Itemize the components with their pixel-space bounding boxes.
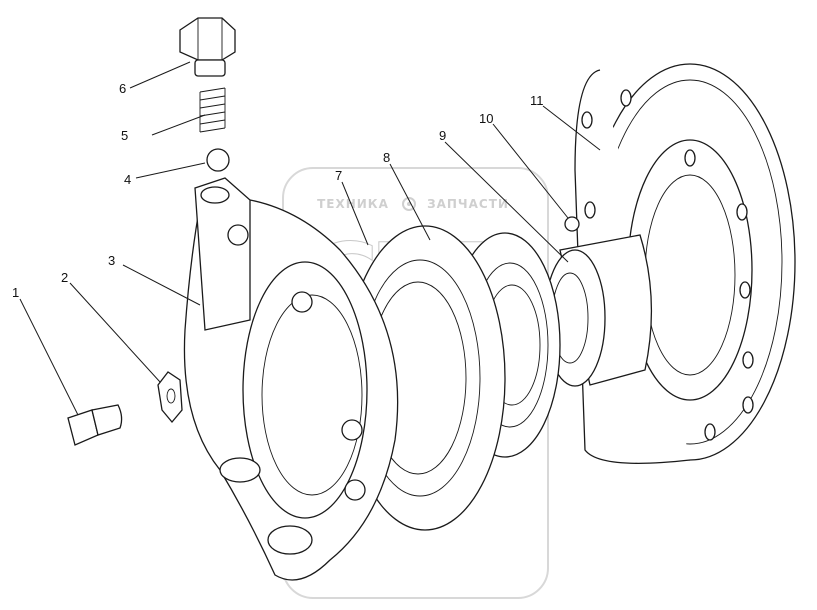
lock-washer-part [157, 371, 183, 424]
ball-small-part [564, 216, 580, 232]
callout-3: 3 [108, 253, 115, 268]
callout-7: 7 [335, 168, 342, 183]
watermark-bottom-text: ЗАПЧАСТИ [427, 197, 509, 211]
callout-2: 2 [61, 270, 68, 285]
housing-part [183, 177, 399, 581]
ball-part [206, 148, 230, 172]
callout-5: 5 [121, 128, 128, 143]
hub-part [544, 234, 653, 387]
plug-part [179, 17, 236, 77]
callout-11: 11 [530, 93, 544, 108]
watermark-top-text: ТЕХНИКА [317, 197, 389, 211]
leader-lines [19, 61, 601, 416]
bolt-part [67, 404, 123, 446]
flange-bolt-holes [581, 89, 754, 441]
callout-labels: 1 2 3 4 5 6 7 8 9 10 11 [12, 81, 544, 300]
callout-4: 4 [124, 172, 131, 187]
callout-10: 10 [479, 111, 493, 126]
spring-part [199, 87, 226, 133]
callout-8: 8 [383, 150, 390, 165]
callout-6: 6 [119, 81, 126, 96]
callout-1: 1 [12, 285, 19, 300]
callout-9: 9 [439, 128, 446, 143]
